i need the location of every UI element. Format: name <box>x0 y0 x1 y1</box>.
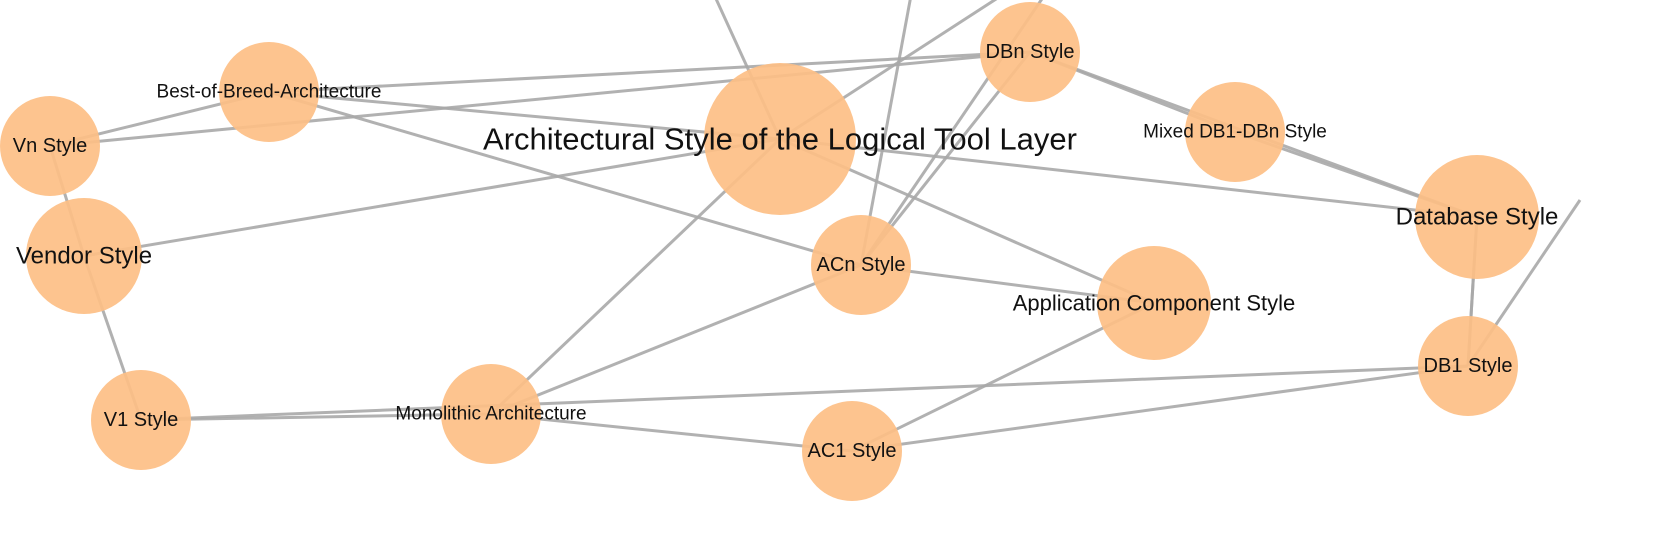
node-circle-v1[interactable] <box>91 370 191 470</box>
node-app[interactable]: Application Component Style <box>1013 246 1296 360</box>
node-label-v1: V1 Style <box>104 409 178 431</box>
edge-ac1-db1 <box>851 364 1469 453</box>
node-acn[interactable]: ACn Style <box>811 215 911 315</box>
node-db[interactable]: Database Style <box>1396 155 1559 279</box>
node-circle-arch[interactable] <box>704 63 856 215</box>
edge-bob-acn <box>268 90 862 267</box>
node-vendor[interactable]: Vendor Style <box>16 198 152 314</box>
node-circle-acn[interactable] <box>811 215 911 315</box>
node-v1[interactable]: V1 Style <box>91 370 191 470</box>
node-mono[interactable]: Monolithic Architecture <box>395 364 587 464</box>
edge-bob-dbn <box>268 50 1031 94</box>
node-label-dbn: DBn Style <box>986 41 1075 63</box>
node-label-db: Database Style <box>1396 204 1559 231</box>
node-label-vn: Vn Style <box>13 135 87 157</box>
edge-mono-acn <box>490 263 862 416</box>
node-dbn[interactable]: DBn Style <box>980 2 1080 102</box>
node-circle-vn[interactable] <box>0 96 100 196</box>
node-circle-db1[interactable] <box>1418 316 1518 416</box>
node-circle-dbn[interactable] <box>980 2 1080 102</box>
edge-arch-vendor <box>83 137 781 258</box>
nodes-layer: Architectural Style of the Logical Tool … <box>0 2 1558 501</box>
node-db1[interactable]: DB1 Style <box>1418 316 1518 416</box>
edge-vn-dbn <box>49 50 1031 148</box>
node-ac1[interactable]: AC1 Style <box>802 401 902 501</box>
node-label-arch: Architectural Style of the Logical Tool … <box>483 122 1077 157</box>
node-label-mono: Monolithic Architecture <box>395 404 586 425</box>
node-label-acn: ACn Style <box>817 254 906 276</box>
node-circle-db[interactable] <box>1415 155 1539 279</box>
edge-arch-db <box>779 137 1478 219</box>
node-bob[interactable]: Best-of-Breed-Architecture <box>157 42 382 142</box>
node-vn[interactable]: Vn Style <box>0 96 100 196</box>
node-mixed[interactable]: Mixed DB1-DBn Style <box>1143 82 1327 182</box>
node-label-ac1: AC1 Style <box>808 440 897 462</box>
node-circle-bob[interactable] <box>219 42 319 142</box>
edge-arch-bob <box>268 90 781 141</box>
node-label-mixed: Mixed DB1-DBn Style <box>1143 122 1327 143</box>
node-circle-app[interactable] <box>1097 246 1211 360</box>
node-label-app: Application Component Style <box>1013 291 1296 316</box>
edge-mono-ac1 <box>490 412 853 453</box>
node-circle-vendor[interactable] <box>26 198 142 314</box>
node-arch[interactable]: Architectural Style of the Logical Tool … <box>483 63 1077 215</box>
node-circle-mono[interactable] <box>441 364 541 464</box>
node-circle-mixed[interactable] <box>1185 82 1285 182</box>
edge-v1-db1 <box>140 364 1469 422</box>
node-label-vendor: Vendor Style <box>16 243 152 270</box>
node-label-db1: DB1 Style <box>1424 355 1513 377</box>
node-circle-ac1[interactable] <box>802 401 902 501</box>
node-label-bob: Best-of-Breed-Architecture <box>157 82 382 103</box>
